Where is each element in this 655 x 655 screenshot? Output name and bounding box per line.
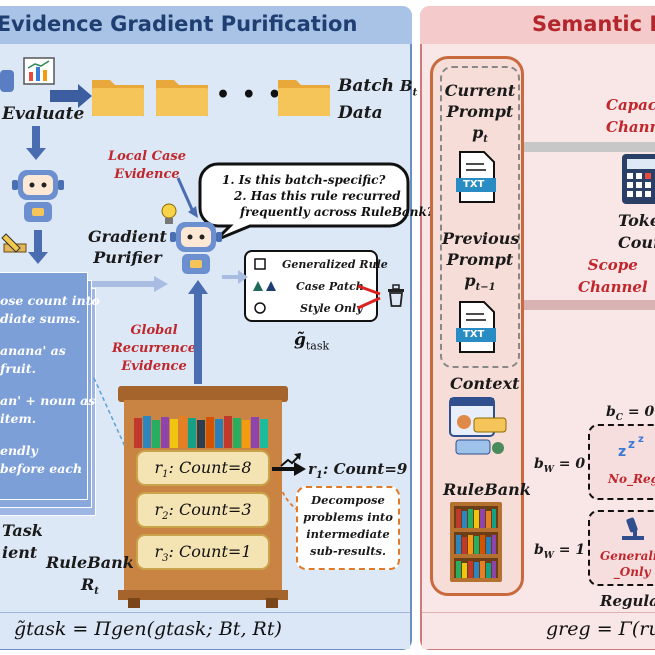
- rulebank-shelf-leg: [266, 598, 278, 608]
- prompts-dashed-box: [440, 66, 520, 368]
- current-prompt-label: Current Prompt pt: [444, 81, 516, 146]
- style-only-label: Style Only: [300, 302, 363, 315]
- txt-file-icon: [456, 151, 496, 203]
- bookshelf-icon: [450, 502, 502, 582]
- purification-formula: g̃task = Πgen(gtask; Bt, Rt): [14, 618, 282, 640]
- right-panel-title: Semantic E: [532, 12, 655, 36]
- capacity-channel-label: Capac Chann: [606, 96, 655, 136]
- task-gradient-label: Task ient: [2, 521, 43, 562]
- batch-data-label: Batch Bt Data: [338, 76, 418, 124]
- rulebank-shelf-base: [118, 590, 288, 600]
- right-footer-bar: [422, 612, 655, 649]
- capacity-channel-arrow: [524, 142, 655, 152]
- scope-channel-arrow: [524, 300, 655, 310]
- speech-bubble: [198, 162, 410, 242]
- task-card-front: [0, 272, 88, 500]
- rulebank-to-update-arrow: [272, 462, 306, 476]
- case-patch-label: Case Patch: [296, 280, 364, 293]
- g-task-tilde-label: g̃task: [294, 330, 330, 353]
- global-recurrence-evidence-label: Global Recurrence Evidence: [112, 323, 197, 374]
- folder-icon: [156, 80, 208, 116]
- folder-icon: [92, 80, 144, 116]
- left-footer-bar: [0, 612, 410, 649]
- local-evidence-arrow: [176, 177, 198, 218]
- microscope-icon: [622, 517, 644, 540]
- purifier-to-classification-arrow: [222, 270, 248, 284]
- svg-text:z: z: [618, 444, 626, 460]
- trash-icon: [388, 284, 404, 307]
- lightbulb-icon: [161, 203, 177, 224]
- rulebank-row: r1: Count=8: [136, 450, 270, 486]
- evaluation-chart-icon: [23, 57, 55, 85]
- ellipsis-dots: • • •: [216, 82, 284, 108]
- purifier-robot-icon: [170, 222, 222, 274]
- llm-robot-icon: [12, 170, 64, 222]
- speech-bubble-text: 1. Is this batch-specific? 2. Has this r…: [222, 173, 434, 219]
- scope-channel-label: Scope Channel: [578, 256, 648, 296]
- folder-icon: [278, 80, 330, 116]
- bc-label: bC = 0: [606, 404, 655, 423]
- local-case-evidence-label: Local Case Evidence: [108, 149, 186, 182]
- bw1-label: bW = 1: [534, 542, 586, 561]
- classification-box: [244, 250, 378, 322]
- rulebank-row: r3: Count=1: [136, 534, 270, 570]
- pencil-ruler-icon: [1, 233, 27, 253]
- previous-prompt-label: Previous Prompt pt−1: [442, 229, 520, 294]
- rulebank-up-arrow: [188, 280, 208, 384]
- generalize-only-label: Generaliz _Only: [600, 549, 655, 579]
- bw0-label: bW = 0: [534, 456, 586, 475]
- regularization-formula: greg = Γ(ru: [546, 618, 655, 640]
- context-label: Context: [450, 374, 520, 393]
- svg-text:z: z: [628, 437, 635, 451]
- rulebank-row: r2: Count=3: [136, 492, 270, 528]
- triangle-markers-icon: [253, 281, 276, 291]
- svg-text:z: z: [638, 434, 644, 445]
- rulebank-shelf-leg: [128, 598, 140, 608]
- left-panel-header: [0, 6, 412, 44]
- txt-file-icon: [456, 301, 496, 353]
- calculator-icon: [622, 154, 655, 204]
- circle-marker-icon: [254, 302, 266, 314]
- decompose-note-text: Decompose problems into intermediate sub…: [303, 493, 393, 558]
- sleep-zzz-icon: z z z: [618, 434, 644, 460]
- no-reg-label: No_Reg: [608, 472, 655, 486]
- generalized-rule-label: Generalized Rule: [282, 258, 388, 271]
- no-reg-box: [588, 424, 655, 500]
- square-marker-icon: [254, 258, 266, 270]
- generalize-only-box: [588, 510, 655, 586]
- evaluate-robot-head-icon: [0, 70, 14, 92]
- left-panel-title: -Evidence Gradient Purification: [0, 12, 358, 36]
- task-card-text: ose count into diate sums. anana' as fru…: [0, 293, 100, 476]
- right-panel-header: [420, 6, 655, 44]
- card-to-purifier-arrow: [92, 276, 168, 292]
- evaluate-down-arrow: [26, 126, 46, 160]
- gradient-purifier-label: Gradient Purifier: [88, 227, 167, 267]
- context-window-icon: [449, 397, 507, 455]
- txt-file-label: TXT: [463, 179, 485, 190]
- robot-down-arrow: [28, 230, 48, 264]
- decompose-note: [296, 486, 400, 570]
- rulebank-shelf-top: [118, 386, 288, 402]
- books-row: [134, 416, 268, 448]
- token-count-label: Toke Coun: [618, 211, 655, 252]
- rule-update-label: r1: Count=9: [308, 460, 408, 481]
- txt-file-label: TXT: [463, 329, 485, 340]
- discard-lines: [357, 284, 381, 310]
- evaluate-to-batch-arrow: [50, 84, 92, 108]
- rulebank-context-label: RuleBank: [443, 480, 531, 499]
- evaluate-label: Evaluate: [2, 104, 85, 124]
- trend-up-icon: [280, 453, 301, 467]
- rulebank-label: RuleBank Rt: [46, 553, 134, 598]
- regularization-label: Regula: [600, 592, 655, 610]
